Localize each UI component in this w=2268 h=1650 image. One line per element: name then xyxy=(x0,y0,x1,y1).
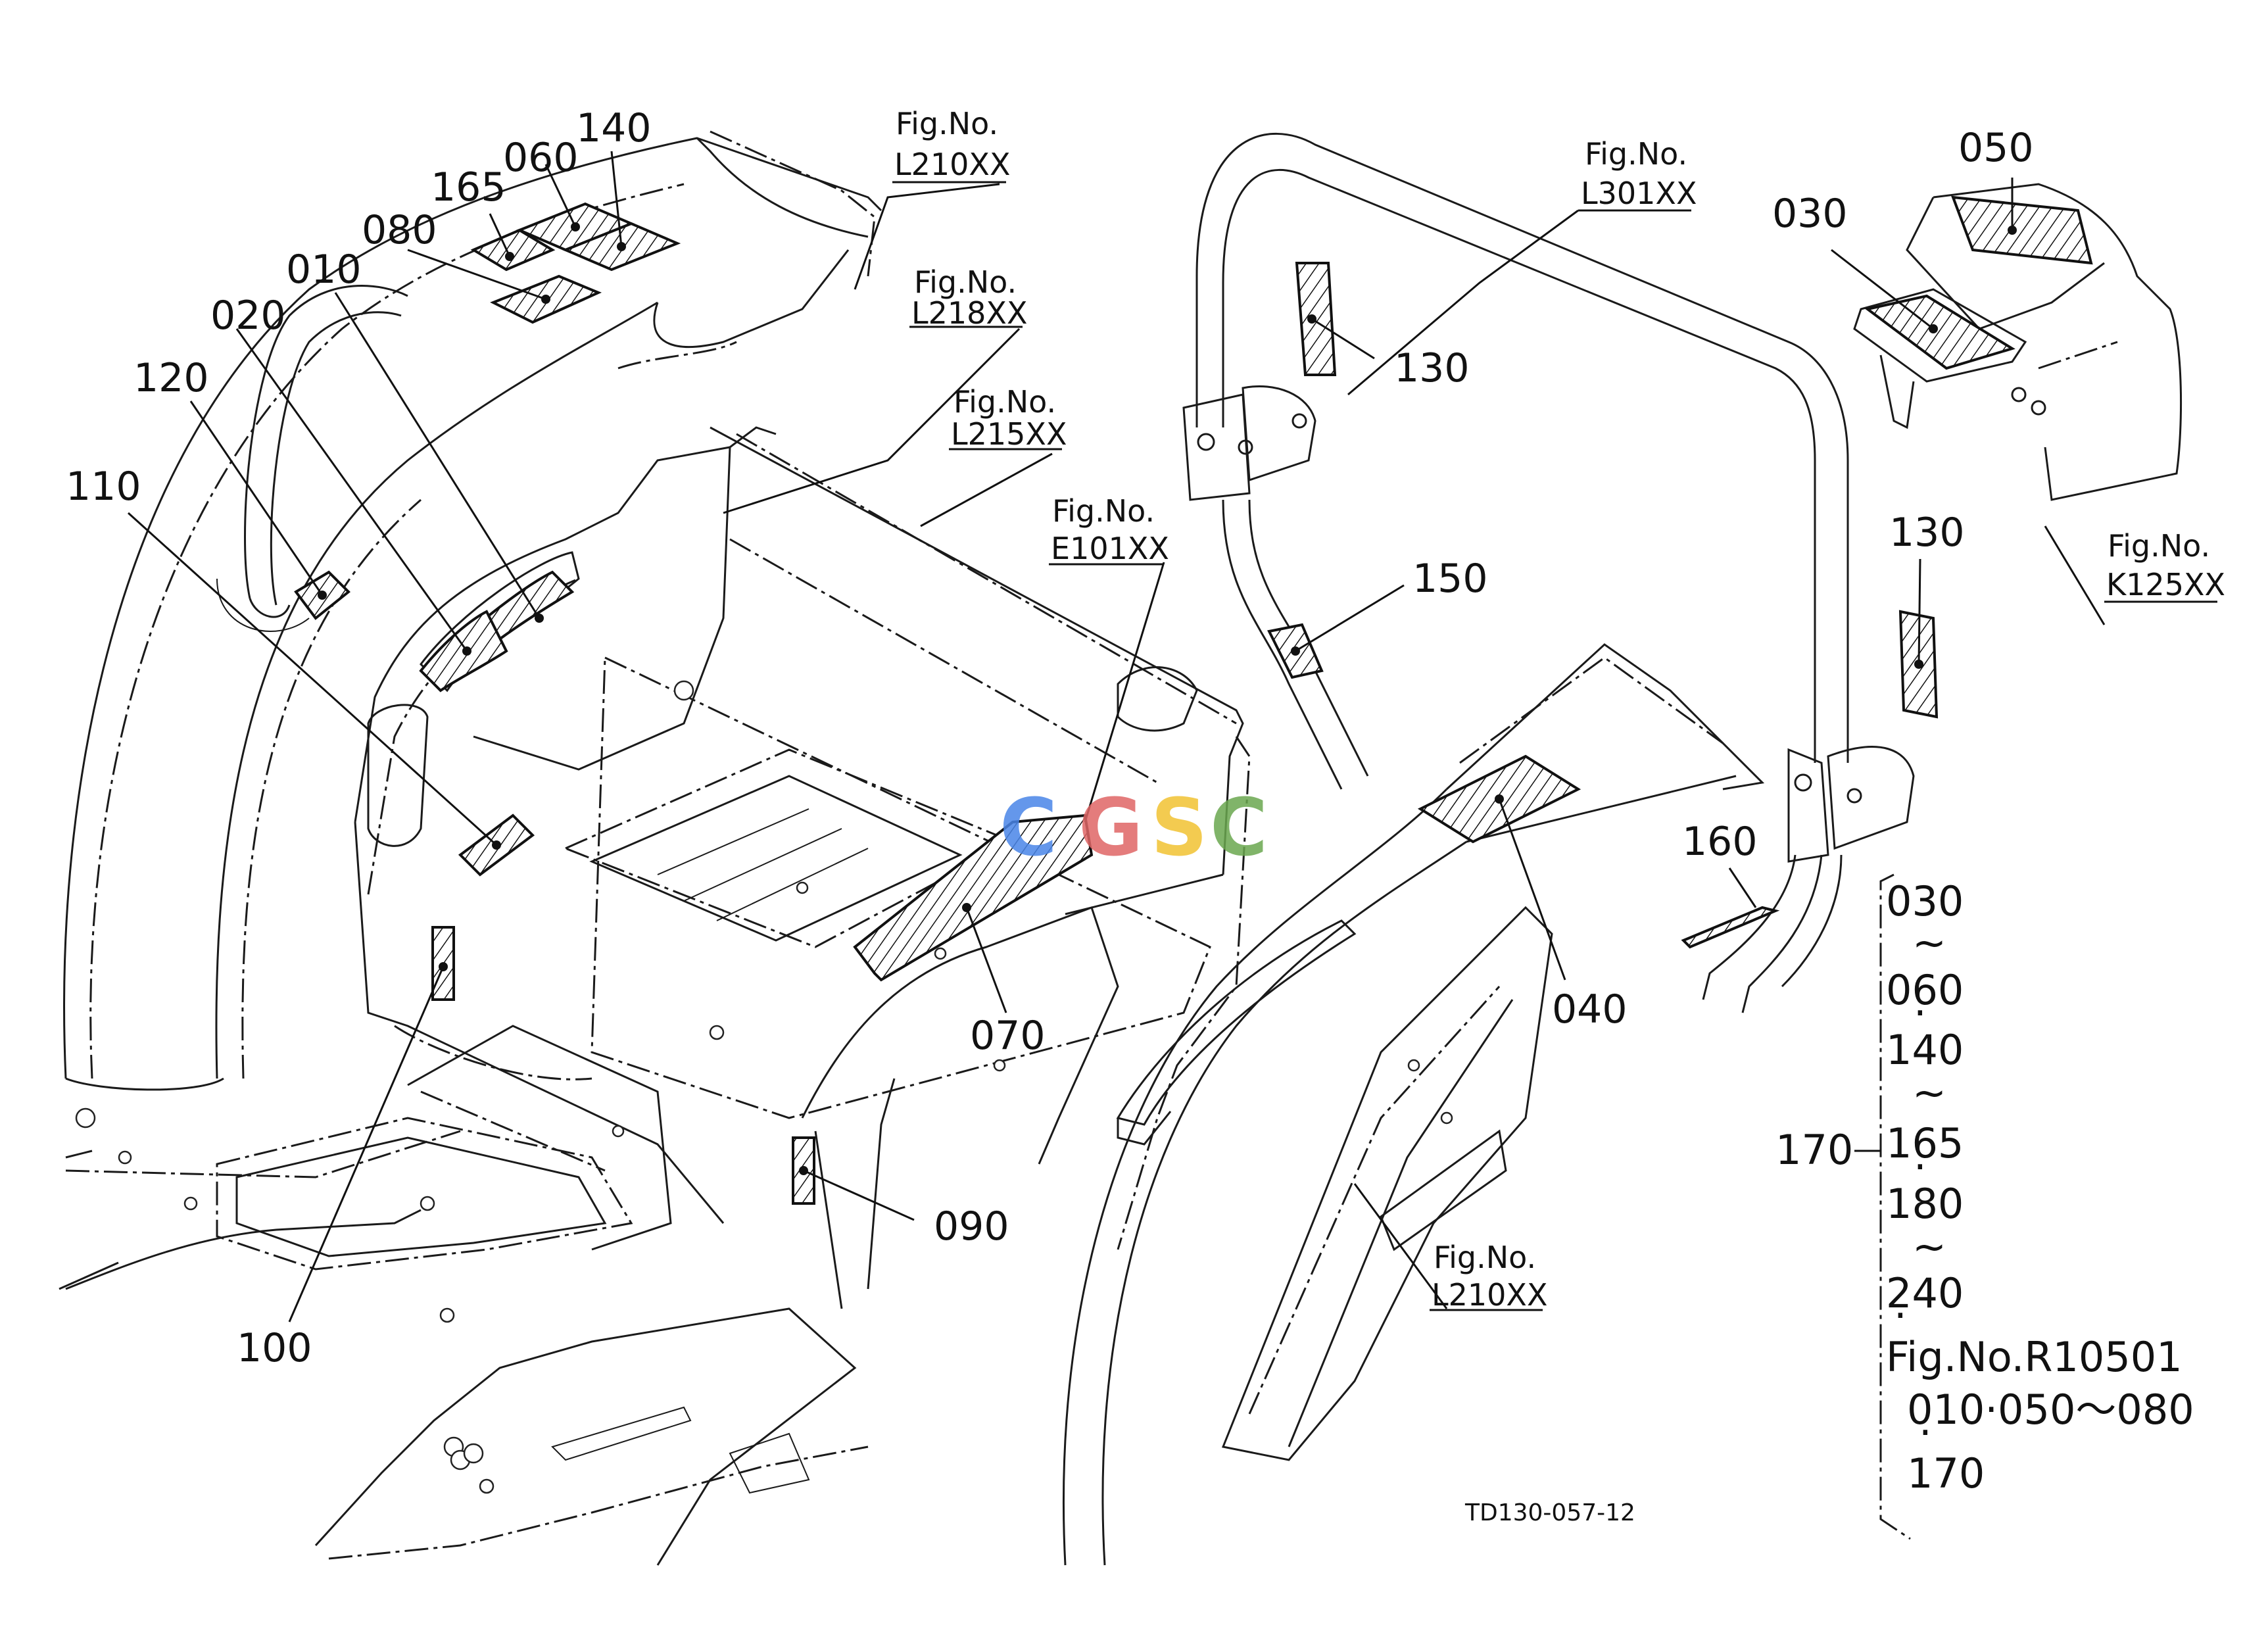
part-label-080: 080 xyxy=(362,207,437,253)
watermark-letter-3: S xyxy=(1151,783,1207,874)
legend-line-9: 180 xyxy=(1886,1180,1964,1228)
legend-line-8: · xyxy=(1914,1143,1927,1191)
legend-line-2: ~ xyxy=(1912,919,1946,967)
part-label-150: 150 xyxy=(1412,556,1488,602)
part-label-165: 165 xyxy=(431,164,506,210)
part-label-110: 110 xyxy=(66,464,141,510)
legend-line-4: · xyxy=(1914,989,1927,1037)
fig-ref-l218: L218XX xyxy=(911,295,1027,331)
legend-line-12: · xyxy=(1894,1292,1907,1340)
part-label-050: 050 xyxy=(1958,125,2034,171)
part-label-130a: 130 xyxy=(1394,345,1470,391)
leader-lines xyxy=(127,151,2217,1322)
legend-line-7: 165 xyxy=(1886,1119,1964,1167)
figure-references: Fig.No. L210XX Fig.No. L218XX Fig.No. L2… xyxy=(894,106,2225,1313)
legend-fig-ref: Fig.No.R10501 xyxy=(1886,1333,2183,1381)
part-label-060: 060 xyxy=(503,135,579,181)
fig-ref-l215: L215XX xyxy=(951,416,1067,452)
watermark-letter-4: C xyxy=(1210,783,1268,874)
watermark-letter-1: C xyxy=(1000,783,1057,874)
part-label-040: 040 xyxy=(1552,986,1628,1032)
rops-frame xyxy=(1063,133,1915,1566)
fig-ref-l210-bottom-heading: Fig.No. xyxy=(1434,1240,1536,1275)
part-label-070: 070 xyxy=(970,1013,1046,1059)
decal-050 xyxy=(1950,195,2093,265)
part-label-120: 120 xyxy=(133,355,209,401)
fig-ref-l210-top: L210XX xyxy=(894,147,1010,182)
legend-side-label: 170 xyxy=(1775,1126,1853,1174)
decal-markers xyxy=(318,222,2017,1175)
part-label-010: 010 xyxy=(286,247,362,293)
legend-line-11: 240 xyxy=(1886,1269,1964,1317)
legend-line-3: 060 xyxy=(1886,966,1964,1014)
fig-ref-l218-heading: Fig.No. xyxy=(914,264,1017,300)
part-labels: 050 030 140 060 165 080 010 020 120 110 … xyxy=(66,105,2034,1371)
fig-ref-l301-heading: Fig.No. xyxy=(1585,136,1687,172)
part-label-140: 140 xyxy=(576,105,652,151)
fig-ref-e101-heading: Fig.No. xyxy=(1052,493,1155,529)
watermark-logo: C G S C xyxy=(1000,783,1268,874)
decal-165 xyxy=(470,228,556,272)
fig-ref-l210-bottom: L210XX xyxy=(1432,1277,1547,1313)
part-label-130b: 130 xyxy=(1889,510,1965,556)
fig-ref-l301: L301XX xyxy=(1581,176,1697,211)
part-label-100: 100 xyxy=(237,1325,312,1371)
legend-fig-ref-items-2: 170 xyxy=(1907,1449,1985,1497)
fig-ref-l215-heading: Fig.No. xyxy=(953,384,1056,420)
legend-line-5: 140 xyxy=(1886,1026,1964,1074)
fig-ref-k125-heading: Fig.No. xyxy=(2108,528,2210,564)
legend: 030 ~ 060 · 140 ~ 165 · 180 ~ 240 · 170 … xyxy=(1775,877,2194,1497)
legend-bracket xyxy=(1854,873,1911,1540)
decal-160 xyxy=(1681,906,1780,949)
decal-030 xyxy=(1864,294,2015,370)
part-label-090: 090 xyxy=(934,1203,1009,1250)
drawing-code: TD130-057-12 xyxy=(1464,1499,1635,1526)
legend-line-6: ~ xyxy=(1912,1069,1946,1117)
part-label-020: 020 xyxy=(210,293,286,339)
legend-line-1: 030 xyxy=(1886,877,1964,925)
legend-fig-ref-items-dot: · xyxy=(1919,1409,1932,1457)
part-label-030: 030 xyxy=(1772,191,1848,237)
legend-fig-ref-items: 010·050～080 xyxy=(1907,1386,2194,1434)
watermark-letter-2: G xyxy=(1078,783,1144,874)
fig-ref-k125: K125XX xyxy=(2106,567,2225,602)
fig-ref-l210-top-heading: Fig.No. xyxy=(896,106,998,141)
legend-line-10: ~ xyxy=(1912,1223,1946,1271)
fig-ref-e101: E101XX xyxy=(1051,531,1169,566)
part-label-160: 160 xyxy=(1682,819,1758,865)
decal-070 xyxy=(853,813,1094,982)
